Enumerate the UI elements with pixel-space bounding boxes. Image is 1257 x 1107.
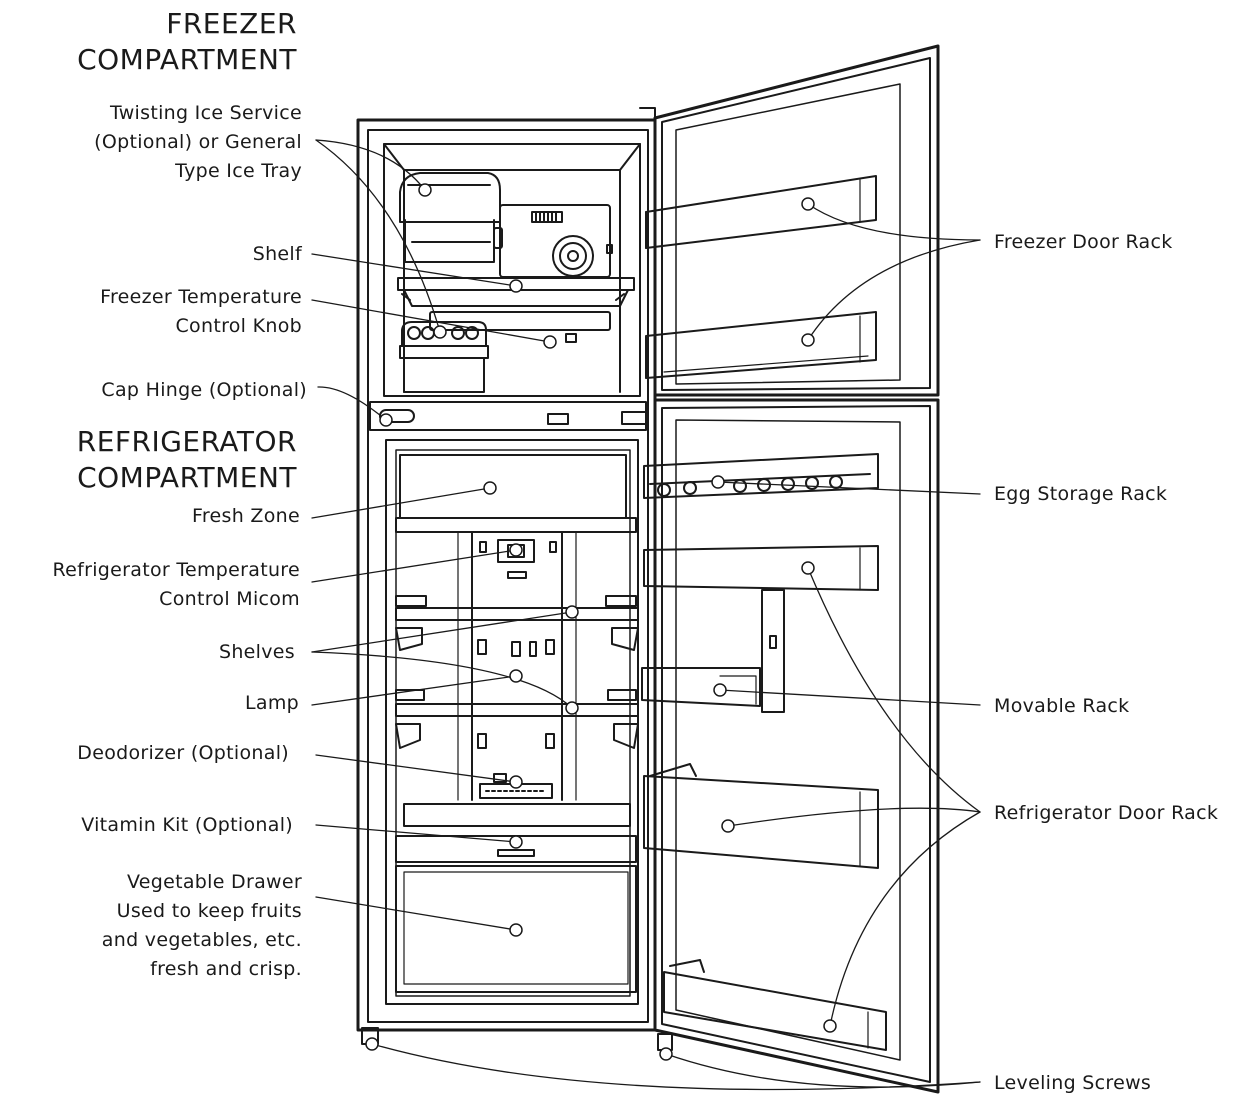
label-ice-tray-line-2: (Optional) or General xyxy=(94,131,302,153)
label-deodorizer: Deodorizer (Optional) xyxy=(77,742,289,764)
label-freezer-knob-line-1: Freezer Temperature xyxy=(100,286,302,308)
leader-lines xyxy=(311,139,981,1091)
label-lamp: Lamp xyxy=(245,692,299,714)
freezer-door xyxy=(639,44,940,397)
label-cap-hinge: Cap Hinge (Optional) xyxy=(101,379,307,401)
label-movable-rack: Movable Rack xyxy=(994,695,1130,717)
callout-dots xyxy=(365,183,837,1061)
freezer-interior xyxy=(369,143,649,431)
freezer-heading-line-2: COMPARTMENT xyxy=(77,43,297,76)
label-freezer-knob: Freezer Temperature Control Knob xyxy=(100,283,302,341)
freezer-heading: FREEZER COMPARTMENT xyxy=(77,6,297,78)
label-ice-tray-line-3: Type Ice Tray xyxy=(175,160,302,182)
label-egg-storage-rack: Egg Storage Rack xyxy=(994,483,1168,505)
label-leveling-screws: Leveling Screws xyxy=(994,1072,1152,1094)
label-vegetable-drawer-line-3: and vegetables, etc. xyxy=(101,929,302,951)
label-vitamin-kit: Vitamin Kit (Optional) xyxy=(81,814,293,836)
label-micom: Refrigerator Temperature Control Micom xyxy=(52,556,300,614)
label-micom-line-2: Control Micom xyxy=(159,588,300,610)
label-freezer-knob-line-2: Control Knob xyxy=(175,315,302,337)
label-vegetable-drawer-line-1: Vegetable Drawer xyxy=(126,871,302,893)
label-ice-tray: Twisting Ice Service (Optional) or Gener… xyxy=(94,99,302,186)
label-shelves: Shelves xyxy=(218,641,295,663)
label-ice-tray-line-1: Twisting Ice Service xyxy=(109,102,302,124)
label-vegetable-drawer-line-4: fresh and crisp. xyxy=(150,958,302,980)
refrigerator-heading-line-2: COMPARTMENT xyxy=(77,461,297,494)
label-vegetable-drawer-line-2: Used to keep fruits xyxy=(116,900,302,922)
refrigerator-door xyxy=(641,398,940,1094)
label-fresh-zone: Fresh Zone xyxy=(192,505,300,527)
refrigerator-heading-line-1: REFRIGERATOR xyxy=(76,425,297,458)
label-shelf: Shelf xyxy=(252,243,302,265)
refrigerator-interior xyxy=(385,439,639,1005)
label-refrigerator-door-rack: Refrigerator Door Rack xyxy=(994,802,1219,824)
label-vegetable-drawer: Vegetable Drawer Used to keep fruits and… xyxy=(102,868,302,984)
freezer-heading-line-1: FREEZER xyxy=(166,7,297,40)
label-freezer-door-rack: Freezer Door Rack xyxy=(994,231,1173,253)
refrigerator-heading: REFRIGERATOR COMPARTMENT xyxy=(77,424,297,496)
label-micom-line-1: Refrigerator Temperature xyxy=(52,559,300,581)
